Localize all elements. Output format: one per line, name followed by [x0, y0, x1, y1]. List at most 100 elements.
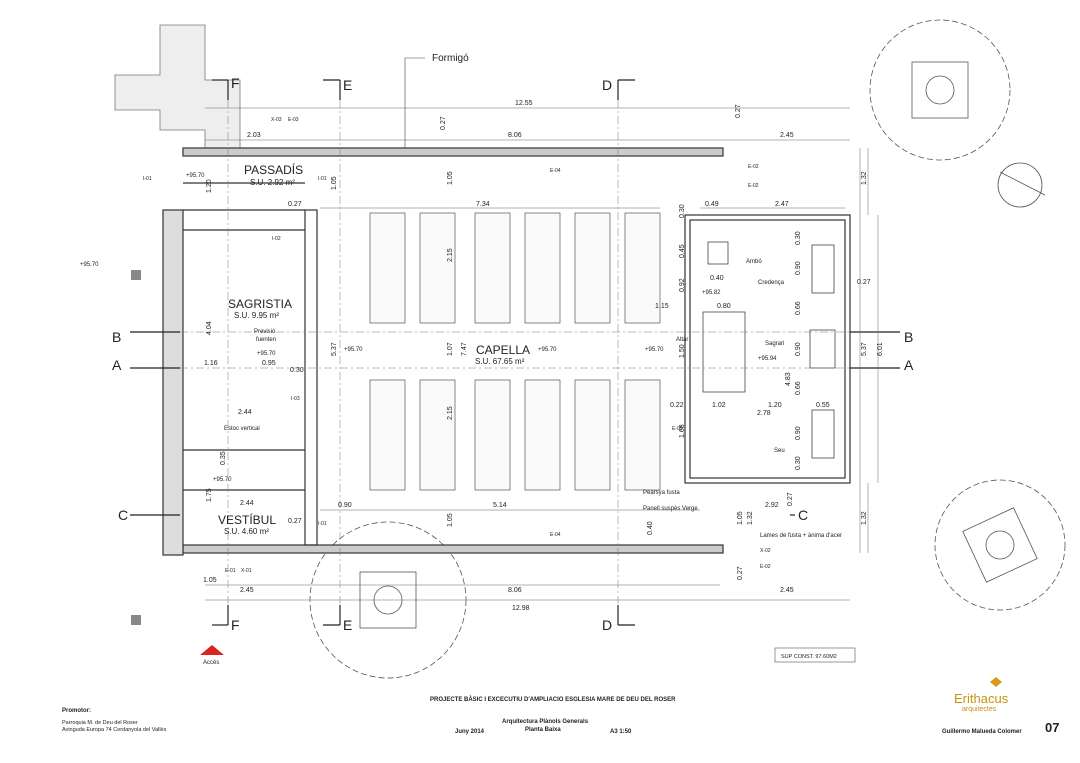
- label-seu: Seu: [774, 448, 785, 454]
- section-c-left: C: [118, 507, 128, 523]
- level-capella-center: +95.70: [538, 347, 557, 353]
- pews: [369, 212, 661, 491]
- dim-245-right-bottom: 2.45: [780, 587, 794, 594]
- dim-ambo-040: 0.40: [710, 275, 724, 282]
- dim-027-bottom: 0.27: [737, 566, 744, 580]
- dim-105-top: 1.05: [447, 171, 454, 185]
- dim-244-vest: 2.44: [240, 500, 254, 507]
- dim-altar-150: 1.50: [679, 344, 686, 358]
- room-sagristia-area: S.U. 9.95 m²: [234, 311, 279, 320]
- level-capella-right: +95.70: [645, 347, 664, 353]
- label-ambo: Ambó: [746, 259, 762, 265]
- tag-e05: E-05: [672, 426, 683, 432]
- tag-e01: E-01: [225, 568, 236, 574]
- dim-nave-top: 8.06: [508, 132, 522, 139]
- section-f-top: F: [231, 75, 240, 91]
- level-presbytery-top: +95.94: [758, 356, 777, 362]
- dim-092: 0.92: [679, 278, 686, 292]
- sup-const-box: [774, 647, 856, 663]
- tag-x03: X-03: [271, 117, 282, 123]
- label-fuenten: fuenten: [256, 337, 276, 343]
- label-sagrari: Sagrari: [765, 341, 784, 347]
- dim-601-right: 6.01: [877, 342, 884, 356]
- section-b-left: B: [112, 329, 121, 345]
- drawing-date: Juny 2014: [455, 729, 485, 735]
- section-a-left: A: [112, 357, 122, 373]
- dim-105-bottom: 1.05: [447, 513, 454, 527]
- drawing-scale: A3 1:50: [610, 729, 632, 735]
- tag-e02-top: E-02: [748, 164, 759, 170]
- dim-155-passadis: 1.05: [331, 176, 338, 190]
- dim-080: 0.80: [717, 303, 731, 310]
- section-f-bottom: F: [231, 617, 240, 633]
- section-lines: [130, 79, 900, 626]
- tag-i03: I-03: [291, 396, 300, 402]
- dim-090-sag: 0.90: [795, 342, 802, 356]
- dim-066-a: 0.66: [795, 301, 802, 315]
- level-passadis: +95.70: [186, 173, 205, 179]
- presbytery-furniture: [702, 241, 836, 459]
- label-estoc: Estoc vertical: [224, 426, 260, 432]
- dim-wall-top-right: 0.27: [735, 104, 742, 118]
- level-presbytery-step: +95.82: [702, 290, 721, 296]
- dim-095: 0.95: [262, 360, 276, 367]
- dim-presbytery-top: 2.47: [775, 201, 789, 208]
- tag-e04-bottom: E-04: [550, 532, 561, 538]
- dim-aisle: 1.07: [447, 342, 454, 356]
- level-exterior: +95.70: [80, 262, 99, 268]
- project-title: PROJECTE BÀSIC I EXCECUTIU D'AMPLIACIO E…: [430, 696, 676, 703]
- dim-483: 4.83: [785, 372, 792, 386]
- tag-i02: I-02: [272, 236, 281, 242]
- dim-245-left-bottom: 2.45: [240, 587, 254, 594]
- dim-total-bottom: 12.98: [512, 605, 530, 612]
- label-previsio: Previsió: [254, 329, 276, 335]
- section-c-right: C: [798, 507, 808, 523]
- room-capella-area: S.U. 67.65 m²: [475, 357, 525, 366]
- dim-278: 2.78: [757, 410, 771, 417]
- section-e-top: E: [343, 77, 352, 93]
- room-passadis-name: PASSADÍS: [244, 162, 303, 177]
- section-e-bottom: E: [343, 617, 352, 633]
- dim-116: 1.16: [204, 360, 218, 367]
- dim-030-seu: 0.30: [795, 456, 802, 470]
- firm-logo: Erithacus arquitectes: [954, 677, 1009, 713]
- level-capella-left: +95.70: [344, 347, 363, 353]
- dim-040-bottom: 0.40: [647, 521, 654, 535]
- architect-name: Guillermo Malueda Colomer: [942, 729, 1022, 735]
- dim-035: 0.35: [220, 451, 227, 465]
- dim-right-top: 2.45: [780, 132, 794, 139]
- dim-wall-passadis: 0.27: [288, 201, 302, 208]
- label-pearsya: Pearsya fusta: [643, 490, 680, 496]
- building-walls: [162, 147, 851, 556]
- dim-left-top: 2.03: [247, 132, 261, 139]
- section-d-bottom: D: [602, 617, 612, 633]
- tag-e03: E-03: [288, 117, 299, 123]
- tag-e02-bottom: E-02: [760, 564, 771, 570]
- dim-168: 1.68: [679, 424, 686, 438]
- dim-175: 1.75: [206, 488, 213, 502]
- dim-nave-inner: 7.34: [476, 201, 490, 208]
- drawing-title: Arquitectura Plànols Generals: [502, 719, 589, 725]
- dim-537-left: 5.37: [331, 342, 338, 356]
- column-marker: [131, 615, 141, 625]
- dim-sag-height: 4.04: [206, 321, 213, 335]
- room-capella-name: CAPELLA: [476, 343, 530, 357]
- dim-055: 0.55: [816, 402, 830, 409]
- dim-030-sag: 0.30: [290, 367, 304, 374]
- dim-102: 1.02: [712, 402, 726, 409]
- existing-building: [114, 24, 241, 156]
- dim-132-rb: 1.32: [747, 511, 754, 525]
- tag-x02: X-02: [760, 548, 771, 554]
- dim-030-top: 0.30: [679, 204, 686, 218]
- tag-e04-top: E-04: [550, 168, 561, 174]
- dim-806-bottom: 8.06: [508, 587, 522, 594]
- label-panell: Panell suspès Verge: [643, 506, 698, 512]
- dim-wall-top: 0.27: [440, 116, 447, 130]
- room-passadis-area: S.U. 2.92 m²: [250, 178, 295, 187]
- room-sagristia-name: SAGRISTIA: [228, 297, 292, 311]
- column-marker: [131, 270, 141, 280]
- room-vestibul-area: S.U. 4.60 m²: [224, 527, 269, 536]
- dim-passadis-height: 1.20: [206, 179, 213, 193]
- dim-nave-height: 7.47: [461, 342, 468, 356]
- section-guides: [180, 100, 850, 605]
